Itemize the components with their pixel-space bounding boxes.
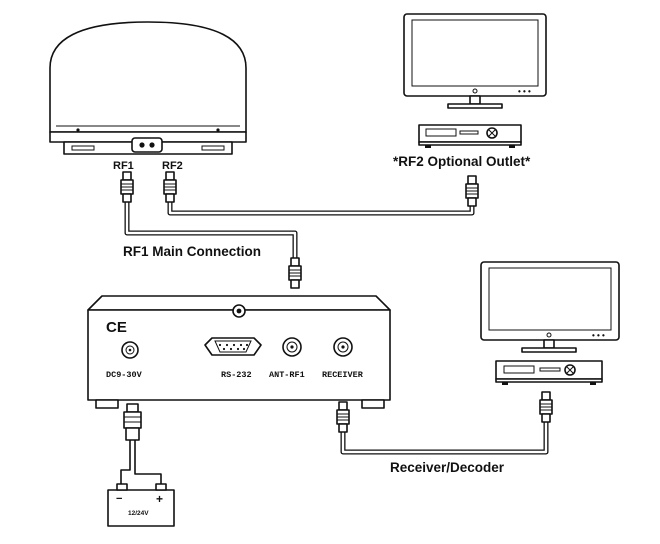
tv-monitor-bottom: • • •	[480, 261, 620, 353]
rf2-optional-outlet-label: *RF2 Optional Outlet*	[393, 154, 531, 169]
set-top-box-bottom	[495, 360, 603, 385]
receiver-port-label: RECEIVER	[322, 370, 364, 380]
receiver-port	[333, 337, 353, 357]
cable-rf1-main	[124, 199, 298, 263]
battery-minus-sign: −	[116, 493, 122, 505]
dc-port-label: DC9-30V	[106, 370, 143, 380]
battery-plus-sign: +	[156, 492, 163, 506]
receiver-out-connector	[336, 401, 350, 433]
receiver-decoder-label: Receiver/Decoder	[390, 460, 505, 475]
tv-top-buttons: • • •	[518, 87, 531, 96]
dc-power-port	[121, 341, 139, 359]
tv1-receiver-connector	[465, 175, 479, 207]
power-plug	[123, 403, 142, 441]
tv-monitor-top: • • •	[403, 13, 547, 109]
tv2-receiver-connector	[539, 391, 553, 423]
set-top-box-top	[418, 124, 522, 148]
antenna-dome	[49, 21, 247, 155]
ant-rf1-port	[282, 337, 302, 357]
rf2-label: RF2	[162, 160, 183, 172]
cable-rf2-optional	[167, 199, 475, 216]
rf1-cable-connector	[120, 171, 134, 203]
rf1-main-connection-label: RF1 Main Connection	[123, 244, 261, 259]
ce-mark: CE	[106, 319, 127, 336]
tv-bottom-buttons: • • •	[592, 331, 605, 340]
cable-receiver-decoder	[340, 417, 549, 455]
rs232-port-label: RS-232	[221, 370, 252, 380]
dome-connector-plate	[131, 137, 163, 153]
rs232-port	[204, 337, 262, 356]
battery	[107, 483, 175, 527]
battery-voltage-label: 12/24V	[128, 510, 149, 517]
rf2-cable-connector	[163, 171, 177, 203]
cable-power	[120, 439, 162, 487]
rf1-label: RF1	[113, 160, 134, 172]
ant-rf1-cable-connector	[288, 257, 302, 289]
ant-rf1-port-label: ANT-RF1	[269, 370, 305, 380]
